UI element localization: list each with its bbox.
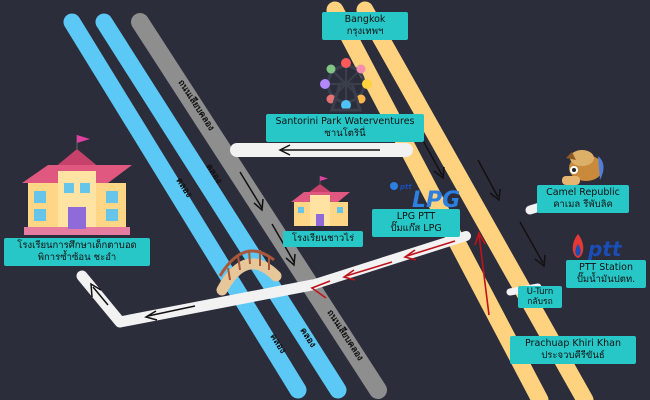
lpg-logo-icon: ptt LPG bbox=[390, 182, 460, 213]
school-icon bbox=[22, 135, 132, 235]
route-arrows-red bbox=[310, 231, 490, 316]
white-road-to-school bbox=[76, 270, 318, 328]
ferris-wheel-icon bbox=[320, 58, 372, 112]
svg-text:ptt: ptt bbox=[399, 183, 412, 191]
label-bangkok: Bangkok กรุงเทพฯ bbox=[322, 12, 408, 40]
svg-text:LPG: LPG bbox=[412, 188, 460, 213]
highway-lane-left bbox=[326, 1, 549, 400]
label-prachuap-en: Prachuap Khiri Khan bbox=[525, 338, 621, 349]
label-santorini-en: Santorini Park Waterventures bbox=[275, 116, 415, 127]
canal-right bbox=[95, 13, 347, 399]
label-school-special-line2: พิการซ้ำซ้อน ชะอำ bbox=[37, 252, 117, 263]
svg-text:ptt: ptt bbox=[587, 237, 623, 261]
label-prachuap: Prachuap Khiri Khan ประจวบคีรีขันธ์ bbox=[510, 336, 636, 364]
label-lpg-th: ปั๊มแก๊ส LPG bbox=[390, 223, 442, 234]
label-ptt: PTT Station ปั๊มน้ำมันปตท. bbox=[566, 260, 646, 288]
side-road bbox=[131, 13, 387, 399]
label-school-special-line1: โรงเรียนการศึกษาเด็กตาบอด bbox=[17, 240, 137, 251]
label-camel: Camel Republic คาเมล รีพับลิค bbox=[537, 185, 629, 213]
label-uturn-en: U-Turn bbox=[526, 287, 554, 297]
white-road-lpg-link bbox=[307, 231, 471, 290]
highway bbox=[326, 1, 594, 400]
label-ptt-th: ปั๊มน้ำมันปตท. bbox=[576, 274, 636, 285]
label-camel-en: Camel Republic bbox=[546, 187, 620, 198]
label-ptt-en: PTT Station bbox=[579, 262, 633, 273]
label-prachuap-th: ประจวบคีรีขันธ์ bbox=[541, 350, 605, 361]
label-camel-th: คาเมล รีพับลิค bbox=[553, 199, 613, 210]
label-uturn-th: กลับรถ bbox=[527, 297, 553, 307]
route-arrows bbox=[90, 134, 546, 321]
label-school-chaorai: โรงเรียนชาวไร่ bbox=[283, 231, 363, 247]
label-bangkok-th: กรุงเทพฯ bbox=[346, 26, 384, 37]
label-school-special: โรงเรียนการศึกษาเด็กตาบอด พิการซ้ำซ้อน ช… bbox=[4, 238, 150, 266]
label-lpg: LPG PTT ปั๊มแก๊ส LPG bbox=[372, 209, 460, 237]
label-lpg-en: LPG PTT bbox=[396, 211, 436, 222]
ptt-logo-icon: ptt bbox=[572, 234, 623, 261]
label-bangkok-en: Bangkok bbox=[344, 14, 386, 25]
canal-left bbox=[63, 13, 307, 399]
label-uturn: U-Turn กลับรถ bbox=[518, 286, 562, 308]
school-small-icon bbox=[291, 176, 350, 226]
camel-icon bbox=[562, 150, 604, 185]
label-santorini-th: ซานโตรินี่ bbox=[324, 128, 366, 139]
bridge-icon bbox=[216, 249, 282, 296]
label-santorini: Santorini Park Waterventures ซานโตรินี่ bbox=[266, 114, 424, 142]
highway-lane-right bbox=[356, 1, 594, 400]
label-school-chaorai-th: โรงเรียนชาวไร่ bbox=[291, 233, 355, 244]
